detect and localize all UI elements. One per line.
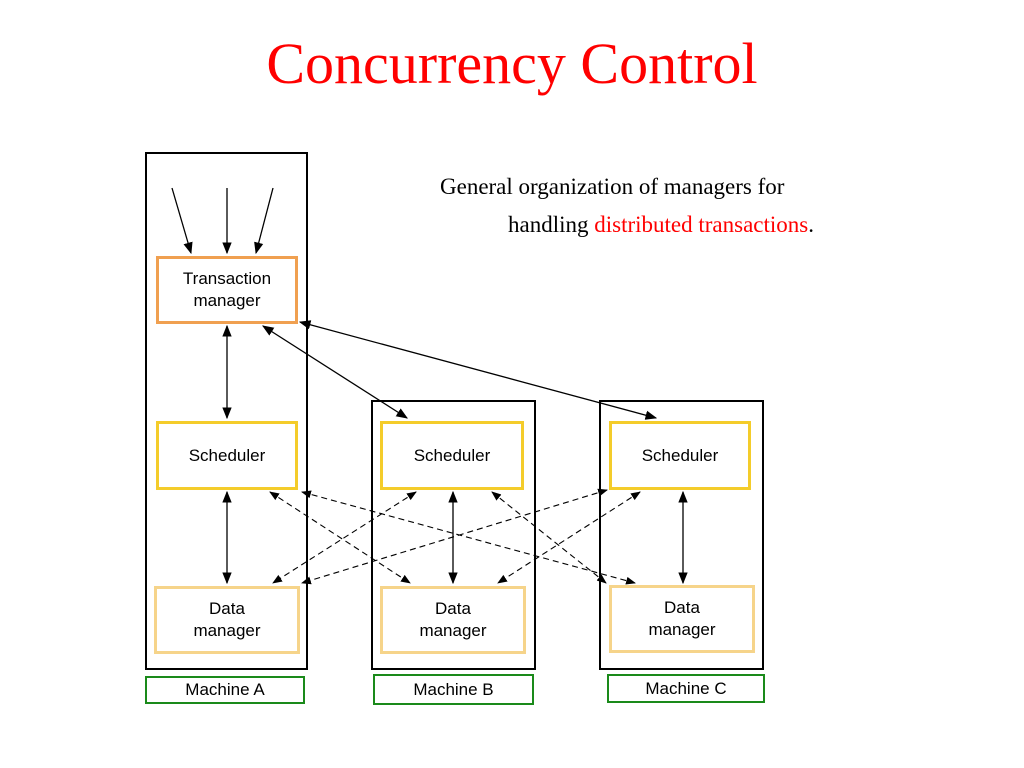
scheduler-c-box: Scheduler (609, 421, 751, 490)
sched-b-dm-c-dashed (491, 491, 607, 584)
sched-c-dm-b-dashed (497, 491, 641, 584)
sched-b-dm-a-dashed (272, 491, 417, 584)
caption-highlight: distributed transactions (594, 212, 809, 237)
incoming-arrow-right (254, 187, 274, 255)
scheduler-a-box: Scheduler (156, 421, 298, 490)
sched-a-dm-b-dashed (269, 491, 411, 584)
data-manager-c-box: Data manager (609, 585, 755, 653)
data-manager-a-box: Data manager (154, 586, 300, 654)
slide-title: Concurrency Control (266, 31, 758, 96)
data-manager-b-box: Data manager (380, 586, 526, 654)
tm-scheduler-b-arrow (262, 325, 408, 419)
caption-suffix: . (808, 212, 814, 237)
scheduler-b-box: Scheduler (380, 421, 524, 490)
caption-line-1: General organization of managers for (440, 174, 785, 199)
caption-prefix: handling (508, 212, 595, 237)
incoming-arrow-left (171, 187, 193, 255)
machine-a-label: Machine A (145, 676, 305, 704)
tm-scheduler-c-arrow (298, 320, 658, 420)
machine-c-label: Machine C (607, 674, 765, 703)
sched-a-dm-c-dashed (301, 490, 636, 585)
sched-c-dm-a-dashed (301, 488, 608, 585)
machine-b-label: Machine B (373, 674, 534, 705)
caption-line-2: handling distributed transactions. (440, 206, 920, 244)
transaction-manager-box: Transaction manager (156, 256, 298, 324)
diagram-caption: General organization of managers for han… (440, 168, 920, 244)
